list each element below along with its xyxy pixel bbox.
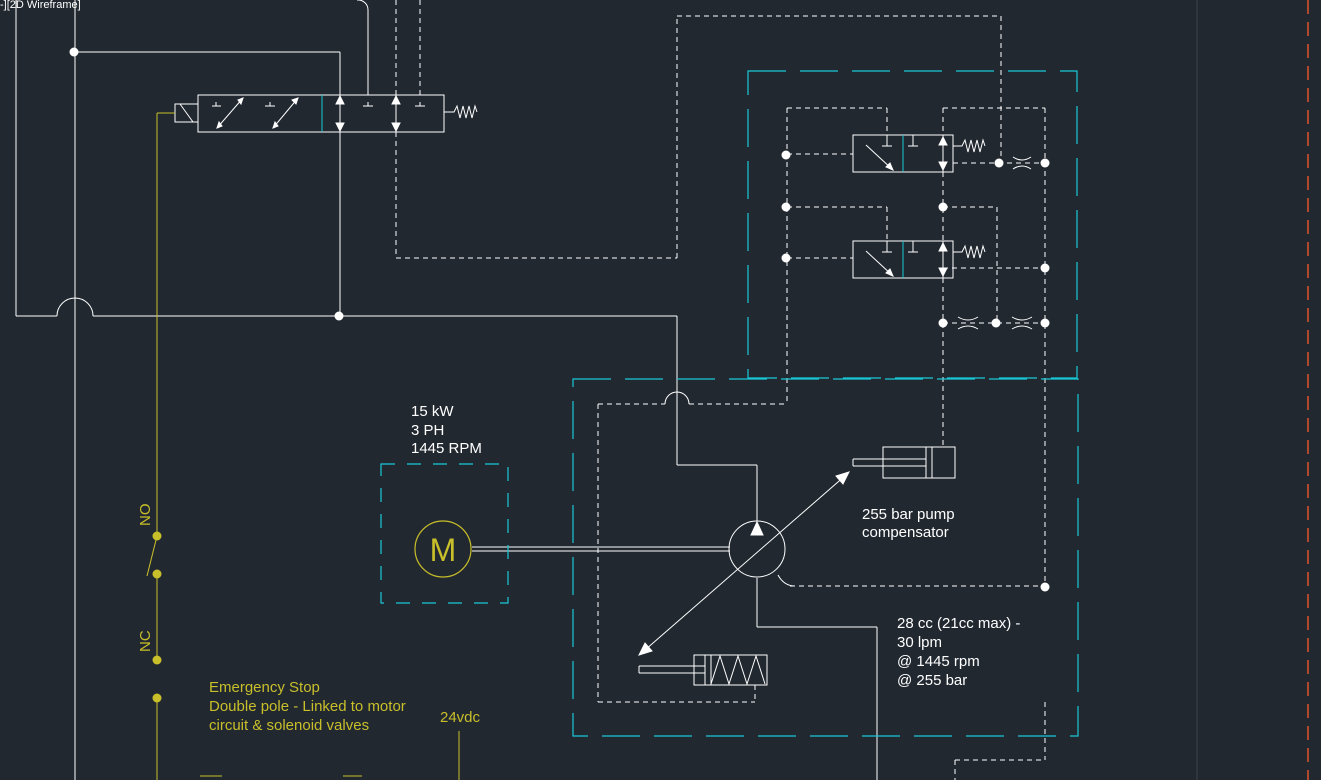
drawing-frame — [1196, 0, 1309, 780]
component-boundaries — [380, 70, 1079, 737]
motor-power-label: 15 kW — [411, 403, 454, 420]
junction-dots — [69, 47, 1050, 592]
pump-label-line1: 28 cc (21cc max) - — [897, 615, 1020, 632]
motor-symbol: M — [430, 532, 457, 568]
estop-label-line2: Double pole - Linked to motor — [209, 698, 406, 715]
estop-label-line1: Emergency Stop — [209, 679, 320, 696]
motor-speed-label: 1445 RPM — [411, 440, 482, 457]
motor-phase-label: 3 PH — [411, 422, 444, 439]
compensator-label-line1: 255 bar pump — [862, 506, 955, 523]
switch-no-label: NO — [137, 504, 154, 527]
supply-voltage-label: 24vdc — [440, 709, 481, 726]
electrical-wiring — [146, 112, 460, 780]
pilot-valve-lower — [852, 240, 986, 279]
electric-motor: M — [414, 520, 472, 578]
pump-label-line2: 30 lpm — [897, 634, 942, 651]
pump-label-line3: @ 1445 rpm — [897, 653, 980, 670]
compensator-cylinder — [852, 446, 956, 479]
directional-control-valve — [174, 94, 478, 133]
pilot-valve-upper — [852, 134, 986, 173]
orifices — [957, 156, 1033, 330]
spring-cylinder — [638, 654, 768, 686]
variable-pump — [638, 471, 850, 656]
compensator-label-line2: compensator — [862, 524, 949, 541]
pump-label-line4: @ 255 bar — [897, 672, 967, 689]
switch-nc-label: NC — [137, 630, 154, 652]
viewport-label: -][2D Wireframe] — [0, 0, 81, 11]
switch-contacts — [152, 531, 162, 703]
pilot-crossover — [664, 391, 690, 405]
case-drain-curve — [777, 574, 796, 587]
estop-label-line3: circuit & solenoid valves — [209, 717, 369, 734]
